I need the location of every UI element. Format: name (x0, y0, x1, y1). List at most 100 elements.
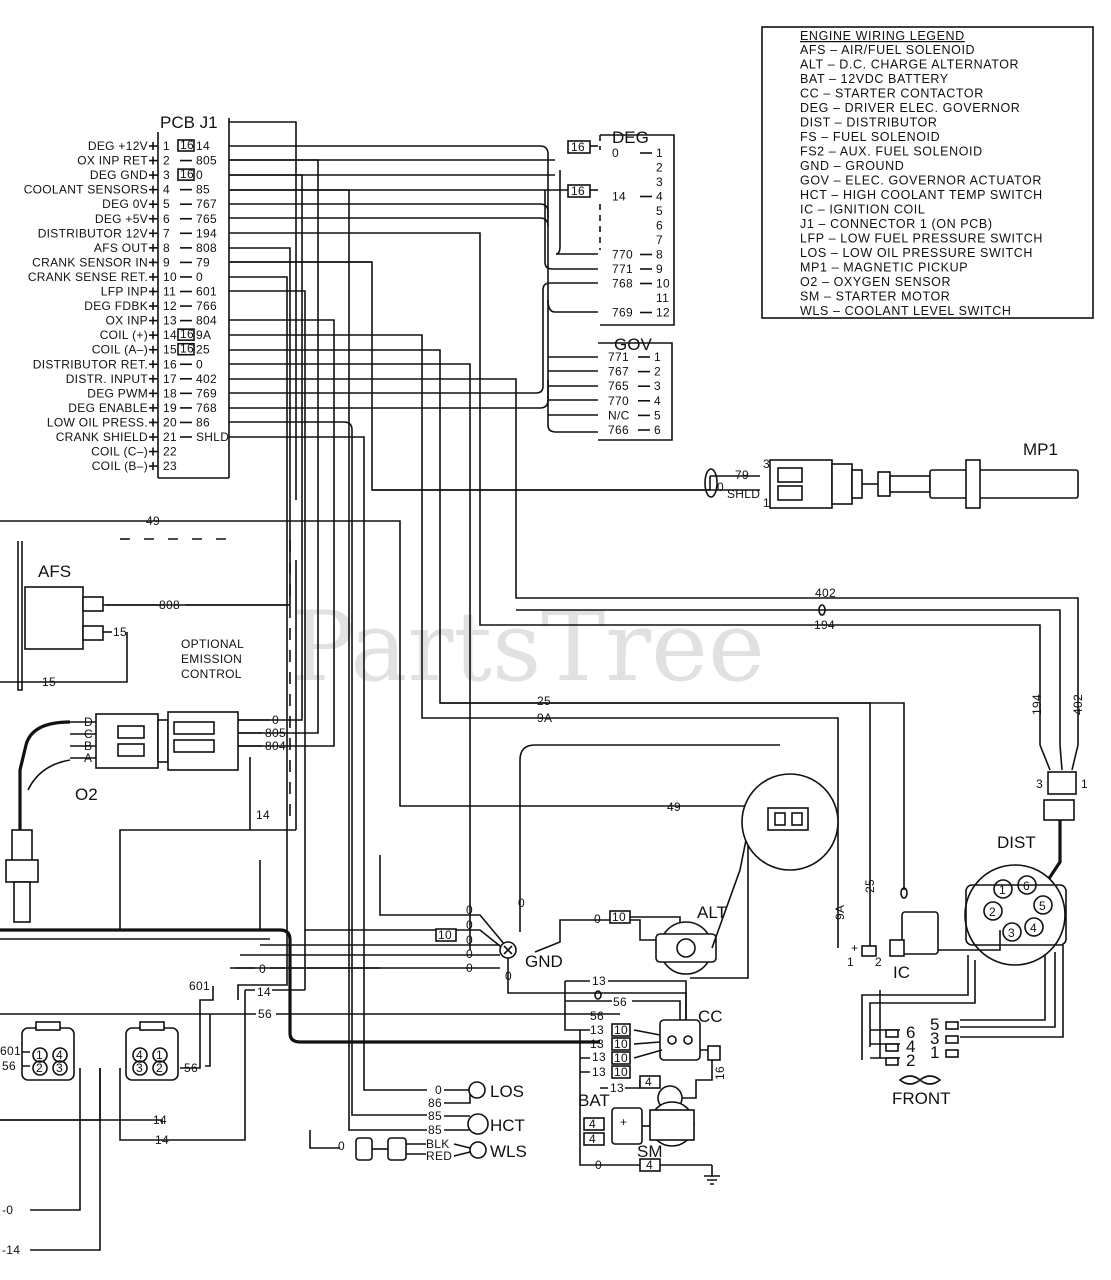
alt-title: ALT (697, 903, 727, 922)
optional-line3: CONTROL (181, 667, 242, 681)
deg-pin-number: 11 (656, 291, 669, 305)
gnd-wire-0d: 0 (466, 947, 473, 961)
pcb-pin-label: DEG PWM (87, 386, 148, 400)
front-left-number: 4 (906, 1037, 915, 1056)
bat-fuse-4b: 4 (589, 1117, 596, 1131)
svg-text:1: 1 (36, 1048, 43, 1062)
optional-line1: OPTIONAL (181, 637, 244, 651)
deg-pin-number: 10 (656, 277, 670, 291)
legend-item: O2 – OXYGEN SENSOR (800, 275, 951, 289)
pcb-pin-number: 6 (163, 212, 170, 226)
cc-wire-16: 16 (713, 1066, 727, 1080)
pcb-pin-wire: 808 (196, 241, 217, 255)
pcb-pin-label: COIL (C–) (91, 445, 148, 459)
front-cylinders: 642 531 FRONT (861, 945, 1064, 1108)
cc-wire-13b: 13 (590, 1037, 604, 1051)
pcb-pin-number: 22 (163, 445, 177, 459)
hct-wire-85b: 85 (428, 1123, 442, 1137)
deg-gov-bus (229, 145, 598, 433)
pcb-pin-number: 12 (163, 299, 177, 313)
cc-wire-56b: 56 (590, 1009, 604, 1023)
front-left-number: 6 (906, 1023, 915, 1042)
legend-item: DEG – DRIVER ELEC. GOVERNOR (800, 101, 1020, 115)
hct-title: HCT (490, 1116, 525, 1135)
pcb-pin-label: DISTR. INPUT (66, 372, 149, 386)
svg-text:3: 3 (136, 1061, 143, 1075)
deg-fuse-b: 16 (571, 184, 585, 198)
sm-title: SM (637, 1142, 663, 1161)
legend-item: FS2 – AUX. FUEL SOLENOID (800, 145, 983, 159)
wire-9a-vert: 9A (833, 905, 847, 920)
pcb-pin-label: DEG 0V (102, 197, 148, 211)
svg-text:2: 2 (156, 1061, 163, 1075)
pcb-pin-label: CRANK SENSOR IN (32, 255, 148, 269)
svg-text:4: 4 (56, 1048, 63, 1062)
pcb-pin-label: COIL (B–) (92, 459, 148, 473)
deg-title: DEG (612, 128, 649, 147)
legend-item: J1 – CONNECTOR 1 (ON PCB) (800, 217, 993, 231)
pcb-pin-wire: 25 (196, 343, 210, 357)
deg-pin-number: 6 (656, 219, 663, 233)
pcb-pin-label: OX INP (106, 314, 148, 328)
deg-pin-number: 12 (656, 306, 670, 320)
wire-25-vert: 25 (863, 879, 877, 893)
gov-pin-wire: 767 (608, 365, 629, 379)
pcb-pin-fuse: 16 (180, 327, 194, 341)
cc-wire-13-top: 13 (592, 974, 606, 988)
pcb-pin-label: DEG ENABLE (68, 401, 148, 415)
gov-pin-wire: 765 (608, 379, 629, 393)
dist-title: DIST (997, 833, 1036, 852)
bat-title: BAT (578, 1091, 610, 1110)
cc-fuse-label: 10 (614, 1037, 628, 1051)
pcb-pin-number: 13 (163, 314, 177, 328)
dist-terminal-label: 1 (999, 883, 1006, 897)
pcb-pin-wire: 9A (196, 328, 211, 342)
bat-fuse-4c: 4 (589, 1132, 596, 1146)
svg-text:2: 2 (36, 1061, 43, 1075)
los-title: LOS (490, 1082, 524, 1101)
legend-item: AFS – AIR/FUEL SOLENOID (800, 43, 975, 57)
pcb-pin-label: CRANK SENSE RET. (28, 270, 148, 284)
pcb-pin-label: COIL (A–) (92, 343, 148, 357)
o2-wire-805: 805 (265, 726, 286, 740)
gov-title: GOV (614, 335, 652, 354)
mp1-sensor: 79 SHLD 0 3 1 MP1 (229, 261, 1079, 510)
pcb-pin-wire: 767 (196, 197, 217, 211)
ic-title: IC (893, 963, 910, 982)
afs-title: AFS (38, 562, 71, 581)
wire-601-label: 601 (189, 979, 210, 993)
pcb-pin-label: DEG +12V (88, 139, 148, 153)
dist-terminal-label: 5 (1039, 899, 1046, 913)
pcb-pin-label: LOW OIL PRESS. (47, 415, 148, 429)
dist-terminal-label: 3 (1008, 926, 1015, 940)
dist-connector-pin1: 1 (1081, 777, 1088, 791)
deg-pin-wire: 768 (612, 277, 633, 291)
cc-wire-13a: 13 (590, 1023, 604, 1037)
dist-terminal-label: 4 (1030, 921, 1037, 935)
pcb-pin-number: 8 (163, 241, 170, 255)
pcb-pin-wire: 804 (196, 314, 217, 328)
cc-fuse-label: 10 (614, 1065, 628, 1079)
pcb-pin-wire: 765 (196, 212, 217, 226)
pcb-pin-wire: 769 (196, 386, 217, 400)
wire-0-label-a: 0 (259, 962, 266, 976)
front-right-number: 5 (930, 1015, 939, 1034)
gnd-wire-0e: 0 (466, 961, 473, 975)
pcb-pin-number: 17 (163, 372, 177, 386)
pcb-pin-wire: SHLD (196, 430, 229, 444)
wls-wire-0: 0 (338, 1139, 345, 1153)
o2-wire-0: 0 (272, 713, 279, 727)
pcb-pin-wire: 0 (196, 357, 203, 371)
pcb-pin-number: 14 (163, 328, 177, 342)
pcb-pin-wire: 86 (196, 415, 210, 429)
legend-box (761, 26, 1094, 319)
battery-starter: BAT 13 4 + 4 4 SM 0 4 (578, 1060, 720, 1185)
legend-item: DIST – DISTRIBUTOR (800, 116, 937, 130)
pcb-pin-number: 3 (163, 168, 170, 182)
